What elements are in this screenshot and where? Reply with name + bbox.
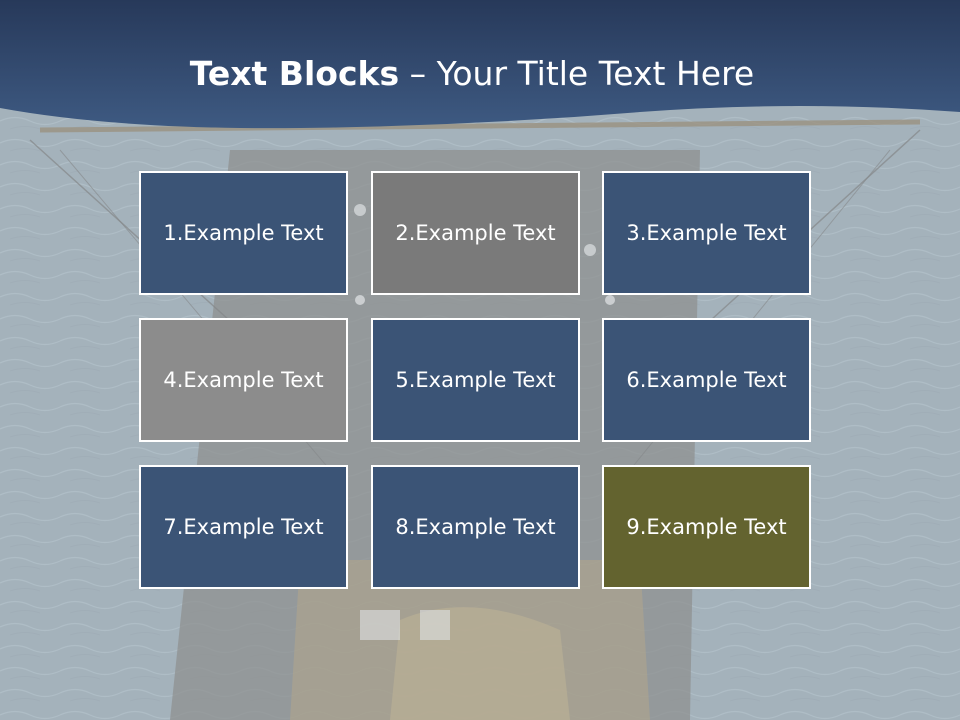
text-block-8: 8.Example Text [371, 465, 580, 589]
text-block-1: 1.Example Text [139, 171, 348, 295]
title-rest: Your Title Text Here [436, 54, 755, 93]
text-block-label: 2.Example Text [395, 221, 556, 245]
text-block-9: 9.Example Text [602, 465, 811, 589]
text-block-label: 8.Example Text [395, 515, 556, 539]
text-block-label: 5.Example Text [395, 368, 556, 392]
text-block-5: 5.Example Text [371, 318, 580, 442]
title-bold: Text Blocks [189, 54, 400, 93]
page-title: Text Blocks – Your Title Text Here [0, 52, 944, 96]
text-block-7: 7.Example Text [139, 465, 348, 589]
text-block-label: 4.Example Text [163, 368, 324, 392]
title-dash: – [399, 54, 437, 93]
text-block-2: 2.Example Text [371, 171, 580, 295]
text-block-label: 9.Example Text [626, 515, 787, 539]
text-block-label: 3.Example Text [626, 221, 787, 245]
title-banner [0, 0, 960, 129]
text-block-6: 6.Example Text [602, 318, 811, 442]
text-block-label: 7.Example Text [163, 515, 324, 539]
text-block-label: 1.Example Text [163, 221, 324, 245]
text-block-4: 4.Example Text [139, 318, 348, 442]
text-block-label: 6.Example Text [626, 368, 787, 392]
text-block-3: 3.Example Text [602, 171, 811, 295]
